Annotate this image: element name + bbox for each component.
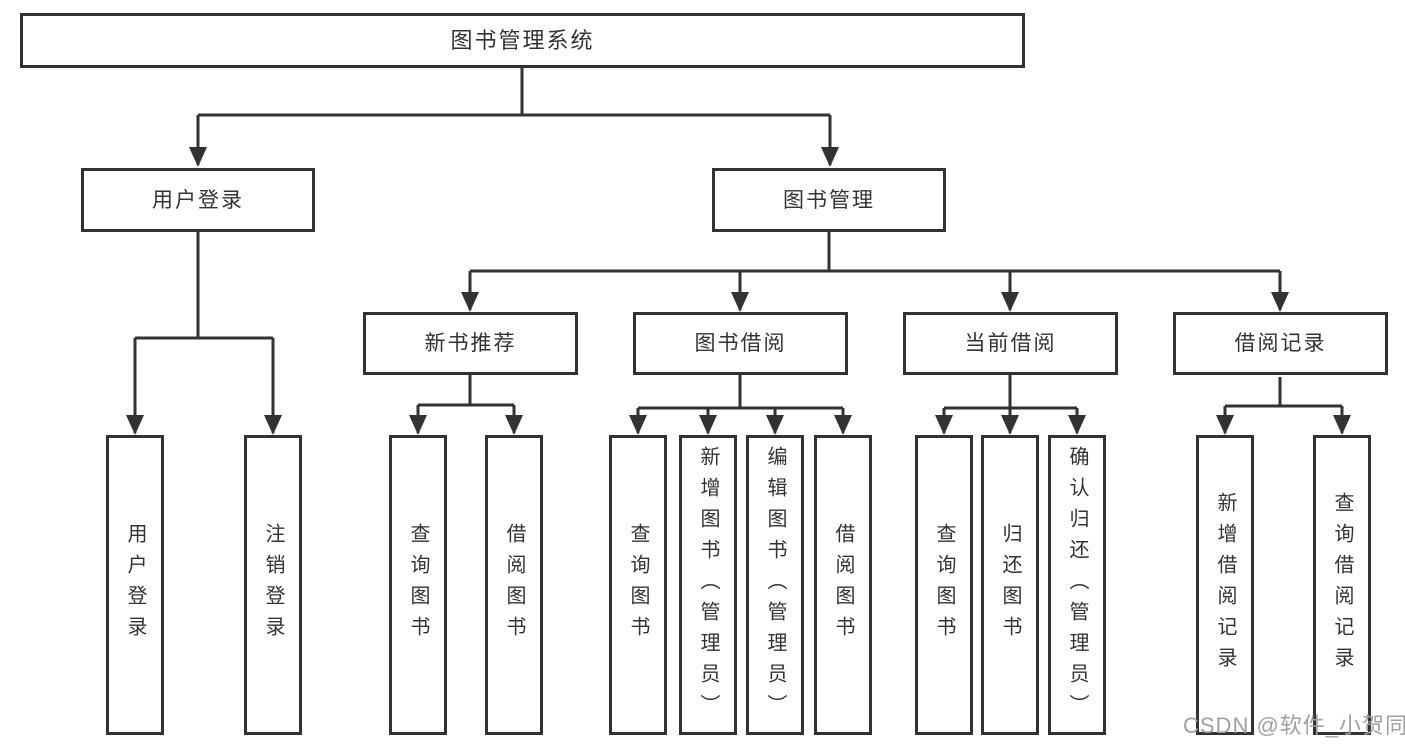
- node-book-borrow: 图书借阅: [633, 312, 848, 375]
- node-borrow-record-label: 借阅记录: [1234, 332, 1327, 355]
- node-borrow-record: 借阅记录: [1173, 312, 1388, 375]
- node-new-book-rec-label: 新书推荐: [424, 332, 517, 355]
- leaf-newbook-borrow-books: 借阅图书: [485, 435, 543, 735]
- leaf-return-books: 归还图书: [981, 435, 1039, 735]
- leaf-newbook-query-books-label: 查询图书: [407, 523, 429, 647]
- node-user-login-label: 用户登录: [152, 188, 244, 212]
- leaf-confirm-return-admin-label: 确认归还（管理员）: [1066, 445, 1088, 725]
- leaf-add-books-admin: 新增图书（管理员）: [679, 435, 737, 735]
- leaf-newbook-query-books: 查询图书: [389, 435, 447, 735]
- connector-root: [196, 68, 832, 165]
- leaf-return-books-label: 归还图书: [999, 523, 1021, 647]
- leaf-current-query-books: 查询图书: [915, 435, 973, 735]
- connector-book-mgmt: [468, 232, 1282, 310]
- connector-borrow-record: [1223, 377, 1344, 433]
- leaf-edit-books-admin: 编辑图书（管理员）: [746, 435, 804, 735]
- leaf-add-borrow-record-label: 新增借阅记录: [1214, 492, 1236, 678]
- node-root-label: 图书管理系统: [450, 27, 595, 53]
- node-user-login: 用户登录: [81, 168, 315, 232]
- leaf-query-borrow-record-label: 查询借阅记录: [1331, 492, 1353, 678]
- node-new-book-rec: 新书推荐: [363, 312, 578, 375]
- leaf-borrow-query-books-label: 查询图书: [627, 523, 649, 647]
- leaf-borrow-books-label: 借阅图书: [832, 523, 854, 647]
- connector-new-book: [416, 375, 516, 433]
- leaf-logout: 注销登录: [244, 435, 302, 735]
- node-root-system: 图书管理系统: [20, 13, 1025, 68]
- connector-user-login: [133, 232, 275, 433]
- connector-book-borrow: [636, 375, 845, 433]
- leaf-add-borrow-record: 新增借阅记录: [1196, 435, 1254, 735]
- node-book-mgmt: 图书管理: [712, 168, 946, 232]
- node-current-borrow: 当前借阅: [903, 312, 1118, 375]
- leaf-add-books-admin-label: 新增图书（管理员）: [697, 445, 719, 725]
- leaf-edit-books-admin-label: 编辑图书（管理员）: [764, 445, 786, 725]
- leaf-query-borrow-record: 查询借阅记录: [1313, 435, 1371, 735]
- leaf-confirm-return-admin: 确认归还（管理员）: [1048, 435, 1106, 735]
- leaf-logout-label: 注销登录: [262, 523, 284, 647]
- node-current-borrow-label: 当前借阅: [964, 332, 1057, 355]
- leaf-user-login: 用户登录: [106, 435, 164, 735]
- leaf-newbook-borrow-books-label: 借阅图书: [503, 523, 525, 647]
- watermark: CSDN @软件_小贺同学: [1183, 708, 1405, 740]
- node-book-mgmt-label: 图书管理: [783, 188, 875, 212]
- leaf-user-login-label: 用户登录: [124, 523, 146, 647]
- leaf-borrow-books: 借阅图书: [814, 435, 872, 735]
- watermark-text: CSDN @软件_小贺同: [1183, 713, 1405, 738]
- node-book-borrow-label: 图书借阅: [694, 332, 787, 355]
- leaf-borrow-query-books: 查询图书: [609, 435, 667, 735]
- leaf-current-query-books-label: 查询图书: [933, 523, 955, 647]
